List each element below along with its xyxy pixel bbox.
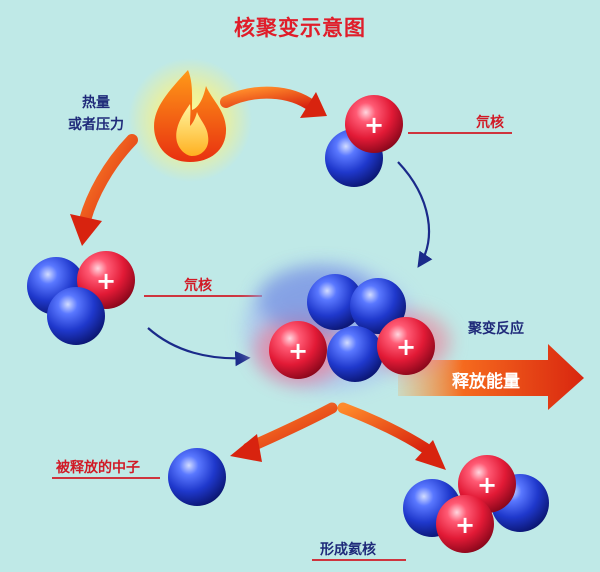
helium-formation-label: 形成氦核 <box>320 542 376 558</box>
helium-nucleus: + + <box>403 455 549 553</box>
tritium-to-fusion-arrow <box>147 327 251 367</box>
heat-label-line1: 热量 <box>82 95 110 111</box>
proton-plus-symbol: + <box>288 337 308 365</box>
neutron <box>307 274 363 330</box>
deuterium-nucleus: + <box>325 95 403 187</box>
tritium-nucleus: + <box>27 251 135 345</box>
neutron-release-arrow <box>230 402 338 462</box>
heat-to-deuterium-arrow <box>220 86 327 118</box>
heat-label-line2: 或者压力 <box>68 117 124 133</box>
neutron <box>168 448 226 506</box>
proton <box>436 495 494 553</box>
proton <box>269 321 327 379</box>
proton-plus-symbol: + <box>396 333 416 361</box>
proton-plus-symbol: + <box>96 267 116 295</box>
tritium-label: 氘核 <box>184 278 212 294</box>
flame-icon <box>128 58 252 182</box>
neutron <box>327 326 383 382</box>
neutron <box>350 278 406 334</box>
energy-release-label: 释放能量 <box>452 372 520 392</box>
proton-plus-symbol: + <box>477 471 497 499</box>
proton <box>345 95 403 153</box>
fusion-reaction-label: 聚变反应 <box>468 321 524 337</box>
deuterium-label: 氘核 <box>476 115 504 131</box>
energy-arrow <box>398 344 584 410</box>
proton <box>377 317 435 375</box>
page-title: 核聚变示意图 <box>234 16 366 40</box>
proton-plus-symbol: + <box>364 111 384 139</box>
proton-plus-symbol: + <box>455 511 475 539</box>
neutron <box>47 287 105 345</box>
neutron-release-label: 被释放的中子 <box>56 460 140 476</box>
heat-to-tritium-arrow <box>70 134 138 246</box>
heat-label: 热量 或者压力 <box>46 92 146 136</box>
deuterium-to-fusion-arrow <box>397 161 433 268</box>
fusion-cluster: + + <box>269 274 435 382</box>
helium-formation-arrow <box>337 402 446 470</box>
released-neutron <box>168 448 226 506</box>
